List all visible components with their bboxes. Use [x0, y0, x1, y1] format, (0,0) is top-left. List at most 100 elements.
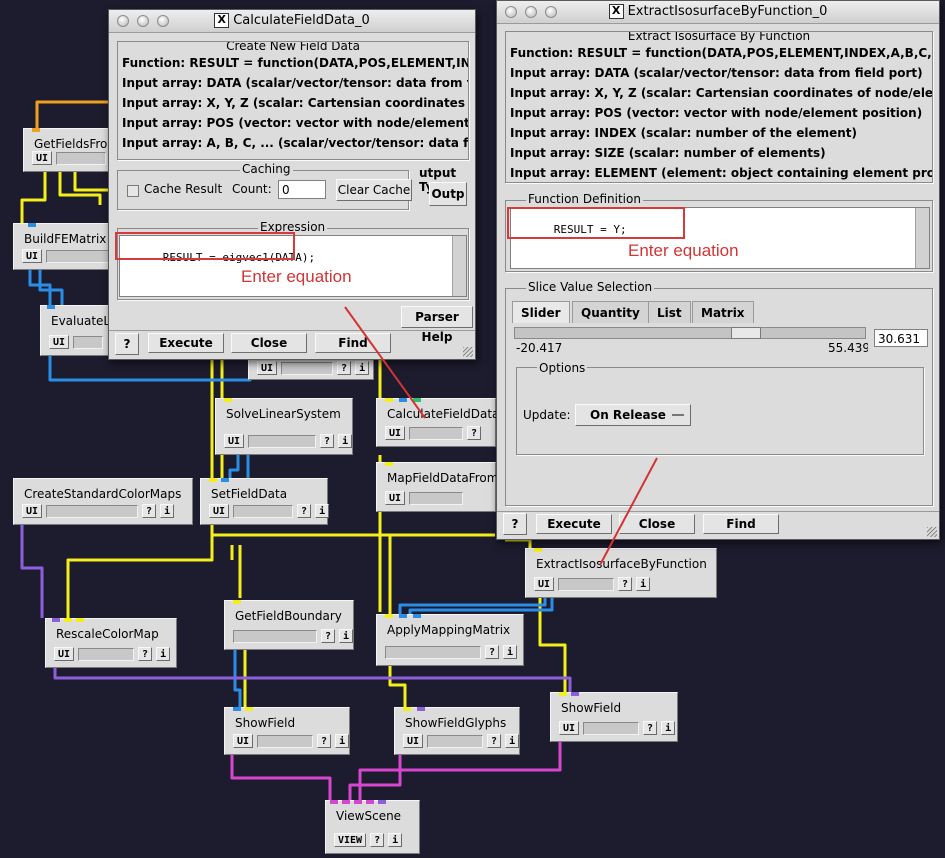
tab-matrix[interactable]: Matrix: [692, 301, 754, 323]
port[interactable]: [32, 128, 40, 132]
help-button[interactable]: ?: [142, 504, 157, 518]
module-applymappingmatrix[interactable]: ApplyMappingMatrix ?i: [376, 614, 524, 666]
module-solvelinearsystem[interactable]: SolveLinearSystem UI?i: [215, 398, 353, 455]
count-field[interactable]: 0: [278, 180, 326, 199]
module-buildfematrix[interactable]: BuildFEMatrix UI: [13, 223, 115, 270]
info-button[interactable]: i: [505, 734, 520, 748]
port[interactable]: [413, 614, 421, 618]
module-calculatefielddata[interactable]: CalculateFieldData UI?: [376, 398, 499, 447]
scrollbar[interactable]: [452, 236, 466, 296]
update-dropdown[interactable]: On Release: [575, 404, 691, 426]
close-dot-icon[interactable]: [117, 15, 129, 27]
info-button[interactable]: i: [338, 434, 353, 448]
execute-button[interactable]: Execute: [536, 514, 612, 534]
help-button[interactable]: ?: [320, 434, 335, 448]
help-button[interactable]: ?: [485, 645, 500, 659]
help-button[interactable]: ?: [643, 721, 658, 735]
resize-grip-icon[interactable]: [927, 527, 937, 537]
port[interactable]: [559, 692, 567, 696]
help-button[interactable]: ?: [321, 629, 336, 643]
tab-quantity[interactable]: Quantity: [572, 301, 649, 323]
info-button[interactable]: i: [503, 645, 518, 659]
port[interactable]: [399, 614, 407, 618]
module-evaluate[interactable]: EvaluateLi UI: [40, 305, 113, 356]
slider-thumb[interactable]: [731, 327, 761, 339]
ui-button[interactable]: UI: [54, 647, 75, 661]
port[interactable]: [417, 707, 425, 711]
help-button[interactable]: ?: [297, 504, 312, 518]
info-button[interactable]: i: [661, 721, 676, 735]
info-button[interactable]: i: [335, 734, 350, 748]
help-button[interactable]: ?: [115, 333, 139, 355]
port[interactable]: [534, 548, 542, 552]
minimize-dot-icon[interactable]: [525, 6, 537, 18]
ui-button[interactable]: UI: [403, 734, 424, 748]
ui-button[interactable]: UI: [385, 426, 406, 440]
ui-button[interactable]: UI: [49, 335, 70, 349]
port[interactable]: [413, 398, 421, 402]
info-button[interactable]: i: [339, 629, 354, 643]
info-button[interactable]: i: [355, 361, 370, 375]
port[interactable]: [385, 462, 393, 466]
port[interactable]: [366, 800, 374, 804]
port[interactable]: [399, 398, 407, 402]
execute-button[interactable]: Execute: [148, 333, 224, 353]
ui-button[interactable]: UI: [32, 151, 53, 165]
parser-help-button[interactable]: Parser Help: [401, 306, 473, 344]
ui-button[interactable]: UI: [385, 491, 406, 505]
help-button[interactable]: ?: [337, 361, 352, 375]
ui-button[interactable]: UI: [22, 249, 43, 263]
tab-list[interactable]: List: [648, 301, 691, 323]
port[interactable]: [76, 618, 84, 622]
port[interactable]: [342, 800, 350, 804]
port[interactable]: [224, 398, 232, 402]
slider-track[interactable]: [514, 327, 866, 339]
ui-button[interactable]: UI: [233, 734, 254, 748]
ui-button[interactable]: UI: [257, 361, 278, 375]
port[interactable]: [233, 707, 241, 711]
module-rescalecolormap[interactable]: RescaleColorMap UI?i: [45, 618, 177, 668]
info-button[interactable]: i: [156, 647, 171, 661]
ui-button[interactable]: UI: [209, 504, 230, 518]
info-button[interactable]: i: [388, 833, 403, 847]
port[interactable]: [209, 478, 217, 482]
close-button[interactable]: Close: [231, 333, 307, 353]
view-button[interactable]: VIEW: [334, 833, 367, 847]
slider-value-field[interactable]: 30.631: [874, 329, 928, 347]
port[interactable]: [245, 707, 253, 711]
module-getfieldboundary[interactable]: GetFieldBoundary ?i: [224, 600, 354, 650]
port[interactable]: [385, 398, 393, 402]
info-button[interactable]: i: [315, 504, 330, 518]
help-button[interactable]: ?: [618, 577, 633, 591]
port[interactable]: [385, 614, 393, 618]
help-button[interactable]: ?: [467, 426, 482, 440]
ui-button[interactable]: UI: [224, 434, 245, 448]
help-button[interactable]: ?: [503, 513, 527, 535]
port[interactable]: [64, 618, 72, 622]
minimize-dot-icon[interactable]: [137, 15, 149, 27]
port[interactable]: [233, 600, 241, 604]
cache-checkbox[interactable]: [127, 185, 139, 197]
zoom-dot-icon[interactable]: [545, 6, 557, 18]
module-createstandardcolormaps[interactable]: CreateStandardColorMaps UI?i: [13, 478, 193, 525]
port[interactable]: [571, 692, 579, 696]
close-dot-icon[interactable]: [505, 6, 517, 18]
info-button[interactable]: i: [160, 504, 175, 518]
find-button[interactable]: Find: [315, 333, 391, 353]
port[interactable]: [52, 618, 60, 622]
help-button[interactable]: ?: [487, 734, 502, 748]
port[interactable]: [354, 800, 362, 804]
port[interactable]: [28, 223, 36, 227]
module-viewscene[interactable]: ViewScene VIEW?i: [325, 800, 420, 854]
port[interactable]: [47, 305, 55, 309]
clear-cache-button[interactable]: Clear Cache: [336, 179, 412, 201]
port[interactable]: [403, 707, 411, 711]
module-showfield-2[interactable]: ShowField UI?i: [550, 692, 678, 742]
info-button[interactable]: i: [636, 577, 651, 591]
help-button[interactable]: ?: [317, 734, 332, 748]
close-button[interactable]: Close: [619, 514, 695, 534]
ui-button[interactable]: UI: [22, 504, 43, 518]
scrollbar[interactable]: [915, 208, 929, 268]
